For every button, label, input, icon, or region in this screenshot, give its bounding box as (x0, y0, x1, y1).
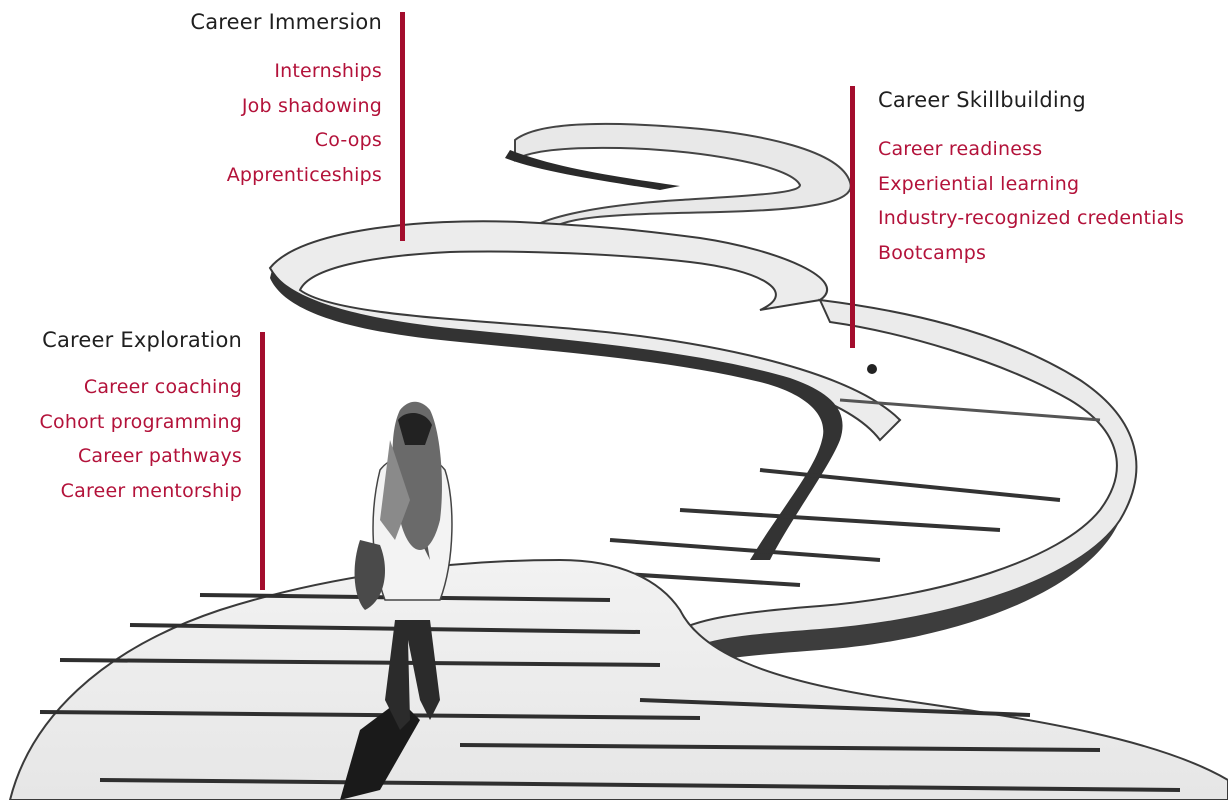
stage-career-exploration: Career Exploration Career coaching Cohor… (40, 328, 242, 508)
list-item: Internships (274, 60, 382, 82)
list-item: Career mentorship (60, 479, 242, 502)
stage-career-skillbuilding: Career Skillbuilding Career readiness Ex… (878, 88, 1184, 270)
list-item: Apprenticeships (226, 163, 382, 186)
path-foreground-segment (8, 558, 1228, 800)
exploration-list: Career coaching Cohort programming Caree… (40, 370, 242, 508)
immersion-list: Internships Job shadowing Co-ops Apprent… (190, 54, 382, 192)
list-item: Bootcamps (878, 241, 987, 264)
list-item: Job shadowing (241, 94, 382, 117)
list-item: Industry-recognized credentials (878, 207, 1185, 229)
stage-title-exploration: Career Exploration (42, 328, 242, 352)
list-item: Career pathways (77, 445, 242, 467)
list-item: Career readiness (878, 138, 1043, 160)
list-item: Co-ops (314, 129, 382, 151)
list-item: Cohort programming (39, 410, 242, 433)
walking-woman-figure (340, 401, 453, 800)
path-middle-segment (268, 220, 902, 560)
accent-bar-immersion (400, 12, 405, 241)
stage-career-immersion: Career Immersion Internships Job shadowi… (190, 10, 382, 192)
list-item: Career coaching (83, 376, 242, 398)
stage-title-skillbuilding: Career Skillbuilding (878, 88, 1086, 112)
list-item: Experiential learning (878, 172, 1080, 195)
skillbuilding-list: Career readiness Experiential learning I… (878, 132, 1184, 270)
path-far-segment (505, 122, 852, 242)
accent-bar-skillbuilding (850, 86, 855, 348)
accent-bar-exploration (260, 332, 265, 590)
stage-title-immersion: Career Immersion (190, 10, 382, 34)
